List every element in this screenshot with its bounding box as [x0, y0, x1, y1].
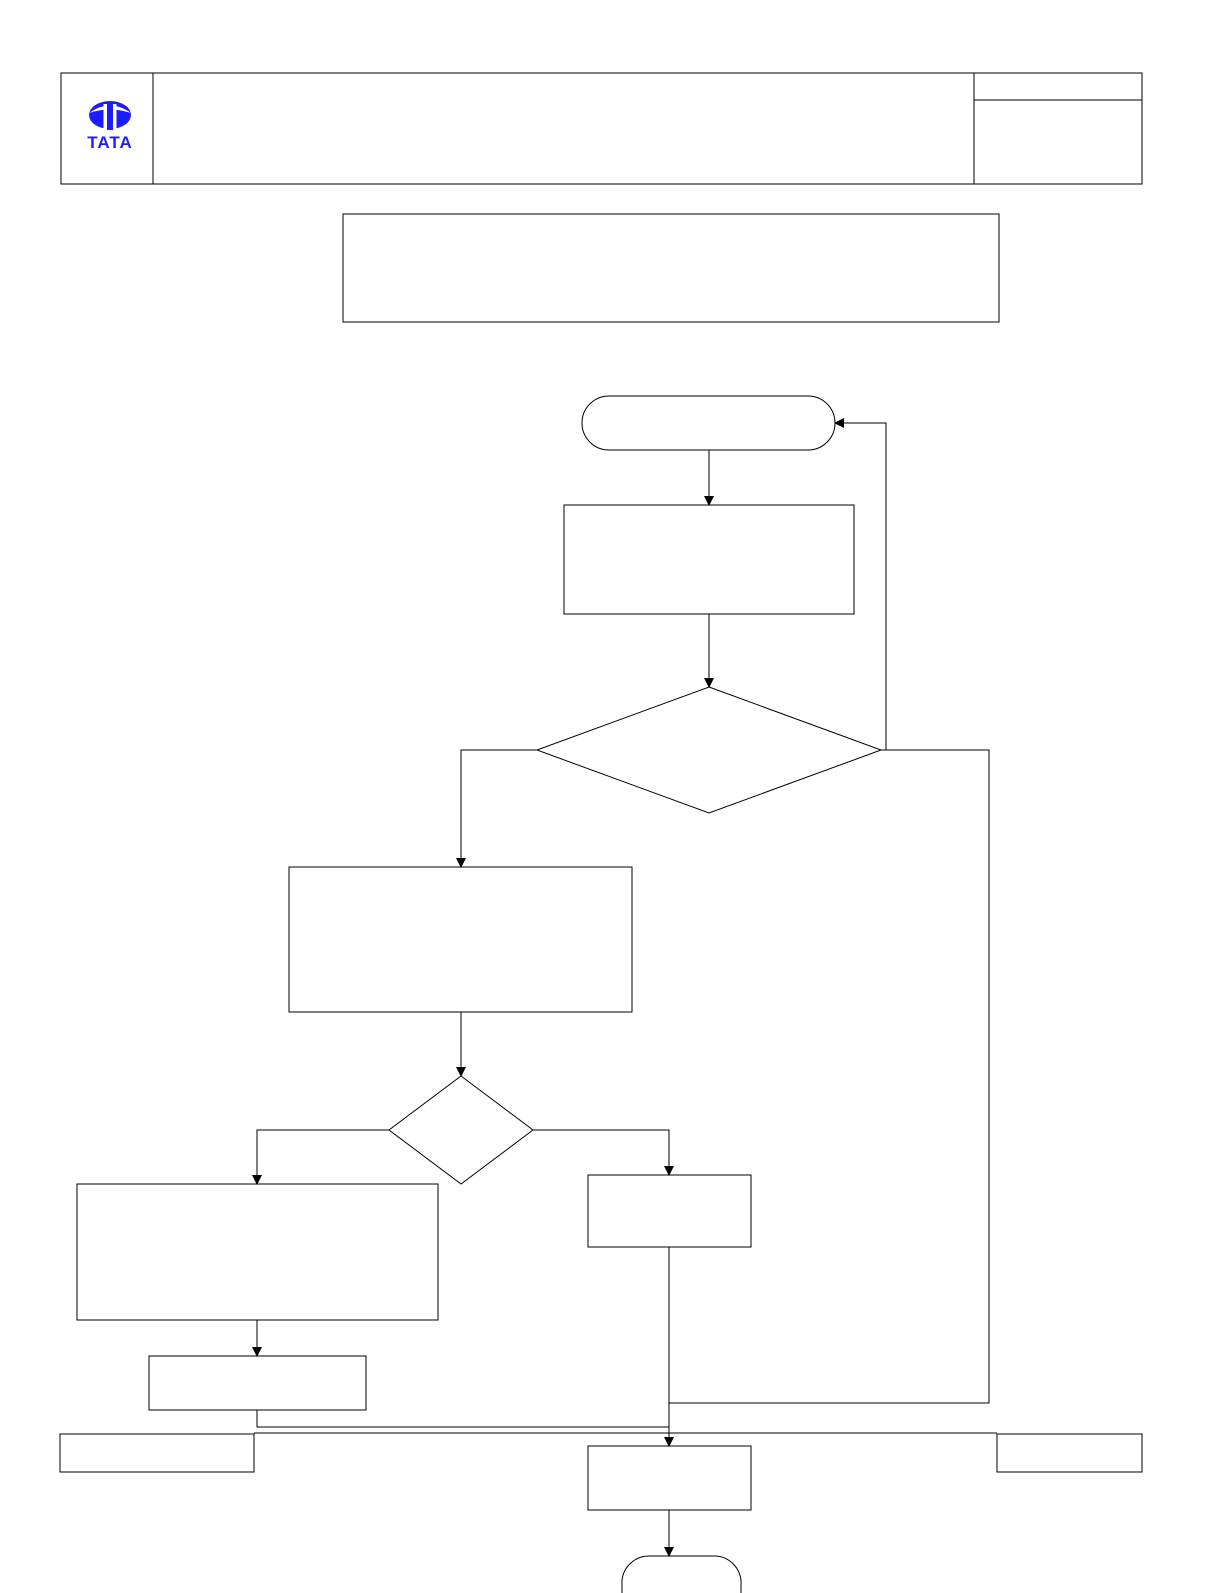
step5-box: [587, 1445, 752, 1511]
connector-decision1-loop-start: [834, 418, 887, 751]
decision2-diamond: [388, 1075, 534, 1185]
step3-right-box: [587, 1174, 752, 1248]
connector-decision2-step3-left: [252, 1129, 389, 1185]
tata-logo-icon: [89, 101, 131, 130]
connectors: [252, 418, 990, 1557]
decision1-diamond: [535, 686, 883, 814]
connector-step4-merge: [256, 1410, 669, 1428]
end-terminator: [621, 1555, 742, 1593]
connector-decision2-step3-right: [533, 1129, 674, 1176]
step3-left-box: [76, 1183, 439, 1321]
footer-left-box: [59, 1433, 255, 1473]
header-frame: [60, 72, 1143, 185]
start-terminator: [581, 395, 836, 451]
footer-right-box: [996, 1433, 1143, 1473]
tata-wordmark: TATA: [87, 133, 133, 152]
title-box: [342, 213, 1000, 323]
step1-box: [563, 504, 855, 615]
connector-decision1-right-branch: [669, 749, 990, 1404]
connector-decision1-step2: [456, 749, 537, 868]
header-table: [60, 72, 1143, 185]
step2-box: [288, 866, 633, 1013]
step4-left-box: [148, 1355, 367, 1411]
